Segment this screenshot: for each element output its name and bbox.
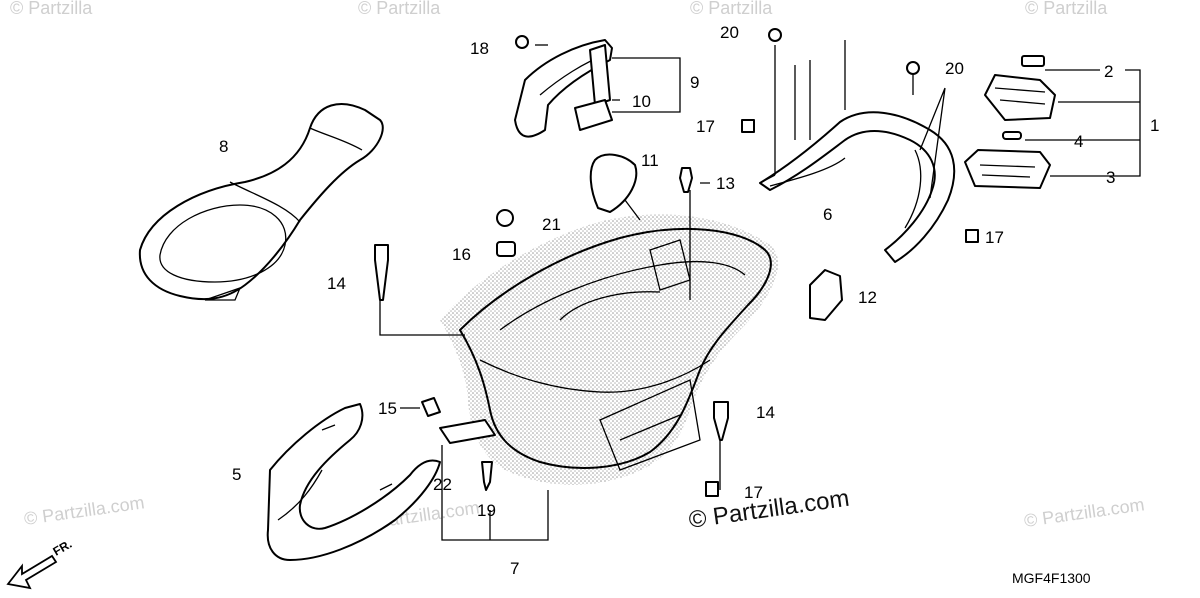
- part-5-inner-cover: [266, 403, 441, 561]
- part-20-screw-a: [768, 28, 782, 42]
- callout-17-b: 17: [985, 228, 1004, 247]
- watermark-top-1: © Partzilla: [10, 0, 93, 18]
- part-20-screw-b: [906, 61, 920, 75]
- figure-code: MGF4F1300: [1012, 570, 1091, 586]
- part-21-nut: [496, 209, 514, 227]
- callout-7: 7: [510, 559, 519, 578]
- part-9-lid: [514, 39, 613, 138]
- callout-11: 11: [641, 151, 659, 170]
- part-4-bulb: [1002, 131, 1022, 140]
- part-13-bolt: [679, 167, 693, 193]
- callout-20-b: 20: [945, 59, 964, 78]
- hardware: [374, 28, 979, 497]
- callout-14-upper: 14: [327, 274, 346, 293]
- callout-15: 15: [378, 399, 397, 418]
- callout-19: 19: [477, 501, 496, 520]
- part-10-seal: [574, 99, 613, 131]
- callout-21: 21: [542, 215, 561, 234]
- watermark-faint-right: © Partzilla.com: [1023, 494, 1146, 531]
- part-12-cover: [809, 269, 843, 321]
- part-14-bolt-b: [713, 401, 729, 441]
- callout-1: 1: [1150, 116, 1159, 135]
- callout-22: 22: [433, 475, 452, 494]
- callout-8: 8: [219, 137, 228, 156]
- part-15-clip: [421, 397, 441, 417]
- part-6-grab-rail: [759, 111, 956, 263]
- part-7-luggage-box: [440, 214, 779, 485]
- callout-2: 2: [1104, 62, 1113, 81]
- front-arrow-label: FR.: [51, 537, 75, 559]
- callout-20-a: 20: [720, 23, 739, 42]
- callout-6: 6: [823, 205, 832, 224]
- watermark-top-3: © Partzilla: [690, 0, 773, 18]
- part-16-collar: [496, 241, 516, 257]
- part-11-bracket: [589, 153, 638, 213]
- callout-14-lower: 14: [756, 403, 775, 422]
- callout-17-a: 17: [696, 117, 715, 136]
- front-arrow: FR.: [6, 537, 75, 590]
- callout-10: 10: [632, 92, 651, 111]
- part-14-bolt-a: [374, 244, 389, 301]
- part-3-lens: [964, 149, 1051, 189]
- callout-3: 3: [1106, 168, 1115, 187]
- callout-16: 16: [452, 245, 471, 264]
- callout-labels: 1 2 3 4 5 6 7 8 9 10 11 12 13 14 14 15 1…: [219, 23, 1159, 578]
- callout-4: 4: [1074, 132, 1083, 151]
- part-2-switch: [1021, 55, 1045, 67]
- arrow-icon: [6, 554, 58, 590]
- watermark-top-2: © Partzilla: [358, 0, 441, 18]
- part-22-plate: [439, 419, 496, 444]
- part-17-clip-c: [705, 481, 719, 497]
- part-17-clip-a: [741, 119, 755, 133]
- part-1-light-assembly: [964, 55, 1056, 189]
- part-8-seat: [138, 103, 384, 301]
- callout-18: 18: [470, 39, 489, 58]
- watermark-faint-left: © Partzilla.com: [23, 492, 146, 529]
- part-17-clip-b: [965, 229, 979, 243]
- callout-9: 9: [690, 73, 699, 92]
- leader-lines: [379, 40, 1141, 541]
- part-19-screw: [481, 461, 493, 491]
- part-18-grommet: [515, 35, 529, 49]
- callout-17-c: 17: [744, 483, 763, 502]
- callout-12: 12: [858, 288, 877, 307]
- callout-5: 5: [232, 465, 241, 484]
- watermark-top-4: © Partzilla: [1025, 0, 1108, 18]
- callout-13: 13: [716, 174, 735, 193]
